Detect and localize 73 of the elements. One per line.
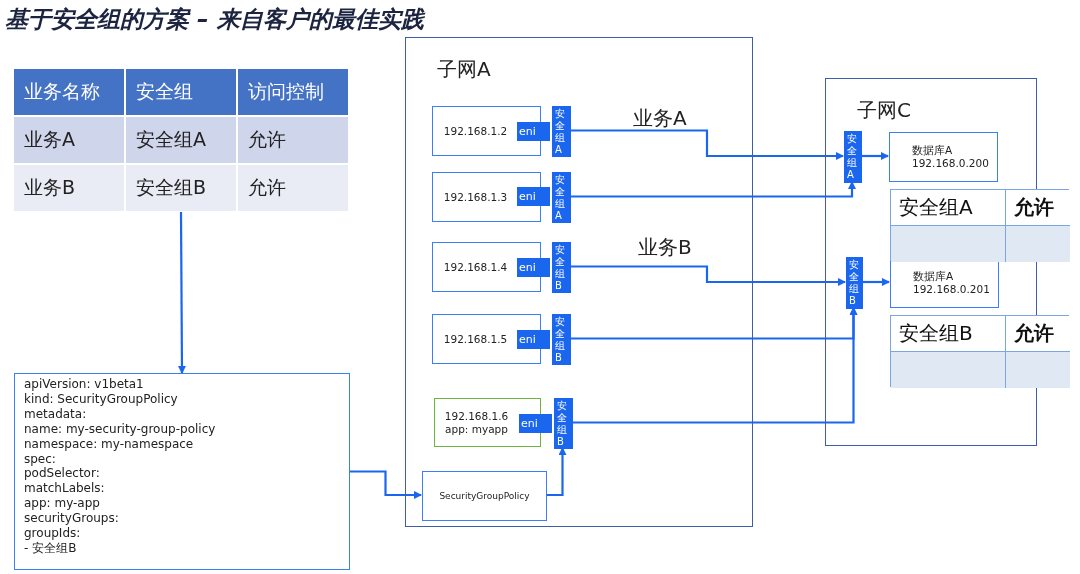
database-text: 192.168.0.201	[913, 283, 990, 296]
pod-box	[434, 398, 541, 447]
yaml-line: metadata:	[24, 406, 88, 422]
arrow	[572, 307, 858, 424]
yaml-line: - 安全组B	[24, 540, 78, 556]
policy-text: SecurityGroupPolicy	[439, 489, 530, 503]
yaml-line: groupIds:	[24, 526, 82, 541]
database-box	[890, 258, 999, 308]
line-label: 业务B	[638, 234, 692, 261]
arrow	[546, 447, 567, 497]
table-text: 安全组A	[125, 116, 237, 164]
arrow	[177, 212, 186, 374]
policy-box	[422, 471, 547, 521]
line-label: 业务A	[633, 105, 687, 132]
table-text: 业务A	[13, 116, 125, 164]
table-text: 安全组A	[891, 190, 1006, 226]
table-text: 允许	[1006, 190, 1070, 226]
subnet-box	[405, 37, 753, 527]
security-group-tag: 安全组A	[844, 131, 862, 183]
pod-text: 192.168.1.4	[443, 260, 508, 274]
yaml-line: spec:	[24, 451, 57, 467]
yaml-line: matchLabels:	[24, 481, 106, 497]
pod-text: 192.168.1.2	[443, 124, 508, 138]
pod-text: 192.168.1.3	[443, 190, 508, 204]
security-group-tag: 安全组B	[552, 314, 571, 365]
access-table	[13, 68, 349, 212]
pod-text: 192.168.1.5	[443, 332, 508, 346]
yaml-line: name: my-security-group-policy	[24, 421, 217, 437]
security-group-tag: 安全组B	[554, 398, 573, 449]
subnet-title: 子网A	[437, 56, 491, 83]
column-header: 安全组	[125, 68, 237, 116]
table-text: 允许	[237, 116, 349, 164]
eni-tag: eni	[517, 330, 550, 349]
table-text: 安全组B	[891, 316, 1006, 352]
arrow	[570, 129, 844, 160]
yaml-line: namespace: my-namespace	[24, 436, 195, 452]
arrow	[861, 152, 889, 160]
eni-tag: eni	[517, 187, 550, 206]
yaml-line: app: my-app	[24, 496, 101, 512]
column-header: 访问控制	[237, 68, 349, 116]
arrow	[570, 181, 856, 198]
pod-text: app: myapp	[445, 422, 508, 436]
database-text: 数据库A	[912, 144, 953, 157]
yaml-line: apiVersion: v1beta1	[24, 377, 145, 392]
yaml-line: kind: SecurityGroupPolicy	[24, 391, 179, 407]
database-text: 数据库A	[913, 270, 954, 283]
subnet-title: 子网C	[857, 97, 911, 124]
arrow	[570, 265, 846, 286]
table-text: 允许	[237, 164, 349, 212]
yaml-line: podSelector:	[24, 466, 101, 482]
database-text: 192.168.0.200	[912, 157, 989, 170]
arrow	[350, 470, 422, 499]
table-text: 业务B	[13, 164, 125, 212]
eni-tag: eni	[519, 414, 552, 433]
column-header: 业务名称	[13, 68, 125, 116]
eni-tag: eni	[517, 122, 550, 141]
title: 基于安全组的方案 – 来自客户的最佳实践	[5, 5, 424, 34]
security-group-tag: 安全组A	[552, 106, 571, 157]
security-group-tag: 安全组B	[552, 242, 571, 293]
arrow	[862, 278, 890, 286]
database-box	[889, 132, 998, 182]
yaml-box	[14, 373, 350, 570]
eni-tag: eni	[517, 258, 550, 277]
pod-box	[432, 106, 541, 156]
security-group-tag: 安全组A	[552, 172, 571, 223]
pod-box	[432, 242, 541, 292]
table-text: 安全组B	[125, 164, 237, 212]
pod-box	[432, 314, 541, 364]
pod-text: 192.168.1.6	[444, 409, 509, 423]
yaml-line: securityGroups:	[24, 511, 120, 527]
table-text: 允许	[1006, 316, 1070, 352]
security-group-tag: 安全组B	[846, 257, 863, 309]
pod-box	[432, 172, 541, 222]
